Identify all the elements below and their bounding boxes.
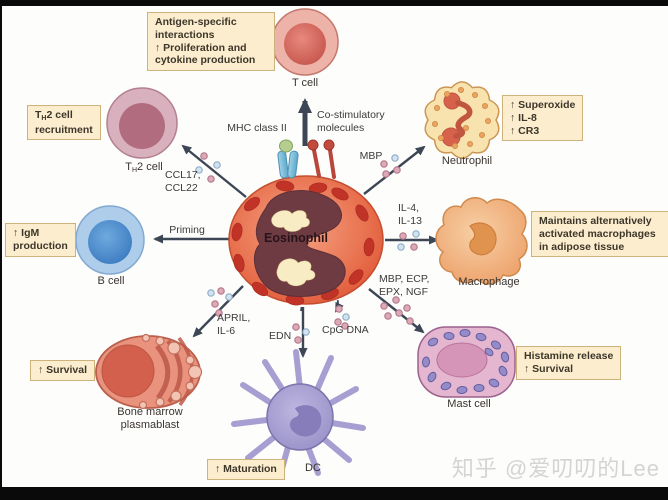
top-letterbox-bar — [0, 0, 668, 6]
zhihu-watermark: 知乎 @爱叨叨的Lee — [451, 456, 660, 481]
macrophage-label: Macrophage — [458, 276, 520, 288]
th2-recruitment-box: TH2 cell recruitment — [27, 105, 101, 141]
il4-label: IL-4, IL-13 — [398, 202, 422, 227]
b-cell — [75, 205, 145, 275]
histamine-box: Histamine release ↑ Survival — [516, 346, 622, 380]
neutrophil-cell — [424, 81, 500, 159]
th2-cell — [106, 87, 178, 159]
neutrophil-box: ↑ Superoxide ↑ IL-8 ↑ CR3 — [502, 95, 584, 142]
eosinophil-nucleus-inclusions — [271, 210, 316, 287]
arrow-to-mast-cell — [368, 288, 425, 334]
left-letterbox-bar — [0, 6, 2, 487]
ccl-label: CCL17, CCL22 — [165, 169, 201, 194]
t-cell — [271, 8, 339, 76]
t-cell-label: T cell — [291, 77, 319, 89]
dc-cell — [231, 349, 366, 479]
costimulatory-molecules-icon — [307, 139, 336, 179]
survival-box: ↑ Survival — [30, 360, 96, 381]
th2-cell-label: TH2 cell — [125, 161, 163, 174]
pink-mediator-dots — [200, 152, 418, 344]
april-label: APRIL, IL-6 — [217, 312, 251, 337]
macrophage-cell — [435, 197, 528, 285]
mast-cell — [417, 326, 516, 398]
b-cell-label: B cell — [97, 275, 125, 287]
igm-box: ↑ IgM production — [5, 223, 76, 257]
neutrophil-nucleus — [441, 92, 473, 147]
bottom-letterbox-bar — [0, 487, 668, 500]
macrophage-nucleus — [469, 222, 497, 256]
edn-label: EDN — [269, 330, 292, 342]
mhc-label: MHC class II — [227, 122, 287, 134]
mbp-ecp-label: MBP, ECP, EPX, NGF — [379, 273, 430, 298]
eosinophil-granules — [231, 180, 375, 306]
neutrophil-granules — [431, 87, 491, 149]
eosinophil-cell — [228, 175, 384, 306]
mast-cell-granules — [421, 329, 510, 395]
mast-cell-label: Mast cell — [447, 398, 491, 410]
mbp-label: MBP — [359, 150, 383, 162]
arrow-to-th2-cell — [181, 144, 247, 198]
mhc-class-ii-receptor-icon — [277, 139, 299, 179]
macrophage-box: Maintains alternatively activated macrop… — [531, 211, 668, 258]
eosinophil-label: Eosinophil — [264, 231, 328, 245]
neutrophil-label: Neutrophil — [441, 155, 493, 167]
dc-nucleus — [289, 405, 322, 437]
antigen-box: Antigen-specific interactions ↑ Prolifer… — [147, 12, 275, 72]
plasmablast-label: Bone marrow plasmablast — [117, 406, 183, 431]
costim-label: Co-stimulatory molecules — [317, 109, 385, 134]
dc-label: DC — [305, 462, 321, 474]
plasmablast-vesicles — [138, 333, 203, 410]
mediator-dots — [195, 152, 420, 344]
priming-label: Priming — [169, 224, 205, 236]
plasmablast-cell — [95, 333, 203, 410]
maturation-box: ↑ Maturation — [207, 459, 285, 480]
blue-mediator-dots — [195, 154, 420, 336]
cpg-label: CpG DNA — [322, 324, 369, 336]
dc-dendrites — [231, 349, 366, 479]
